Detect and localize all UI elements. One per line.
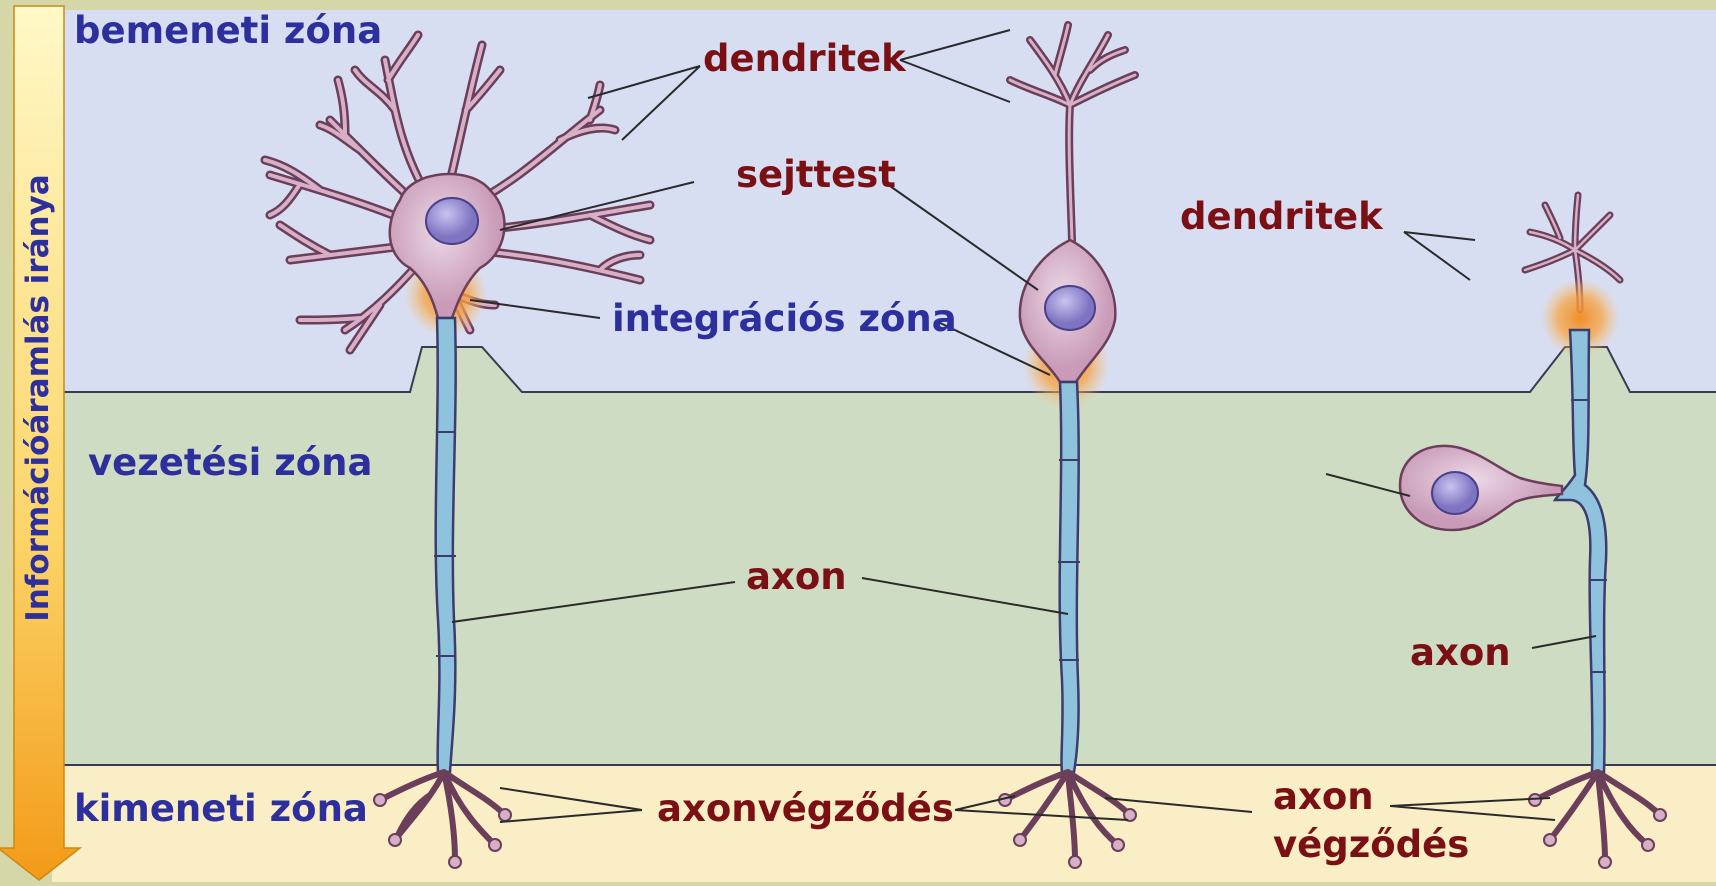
integration-zone-label: integrációs zóna [612, 300, 957, 337]
dendrites-label-1: dendritek [703, 40, 906, 77]
conduction-zone-band [52, 347, 1716, 765]
neuron-3-nucleus-icon [1432, 472, 1478, 514]
conduction-zone-label: vezetési zóna [88, 444, 372, 481]
neuron-1-nucleus-icon [426, 198, 478, 244]
axon-terminal-label-2-line2: végződés [1273, 826, 1469, 863]
dendrites-label-2: dendritek [1180, 198, 1383, 235]
information-flow-label: Információáramlás iránya [20, 174, 56, 621]
input-zone-label: bemeneti zóna [74, 12, 382, 49]
cell-body-label: sejttest [736, 156, 896, 193]
axon-terminal-label-1: axonvégződés [657, 790, 954, 827]
neuron-2-axon-icon [1060, 382, 1079, 772]
axon-label-2: axon [1410, 634, 1511, 671]
axon-terminal-label-2-line1: axon [1273, 778, 1374, 815]
neuron-1-axon-icon [436, 318, 456, 772]
output-zone-label: kimeneti zóna [74, 790, 368, 827]
neuron-2-nucleus-icon [1045, 286, 1095, 330]
axon-label-1: axon [746, 558, 847, 595]
